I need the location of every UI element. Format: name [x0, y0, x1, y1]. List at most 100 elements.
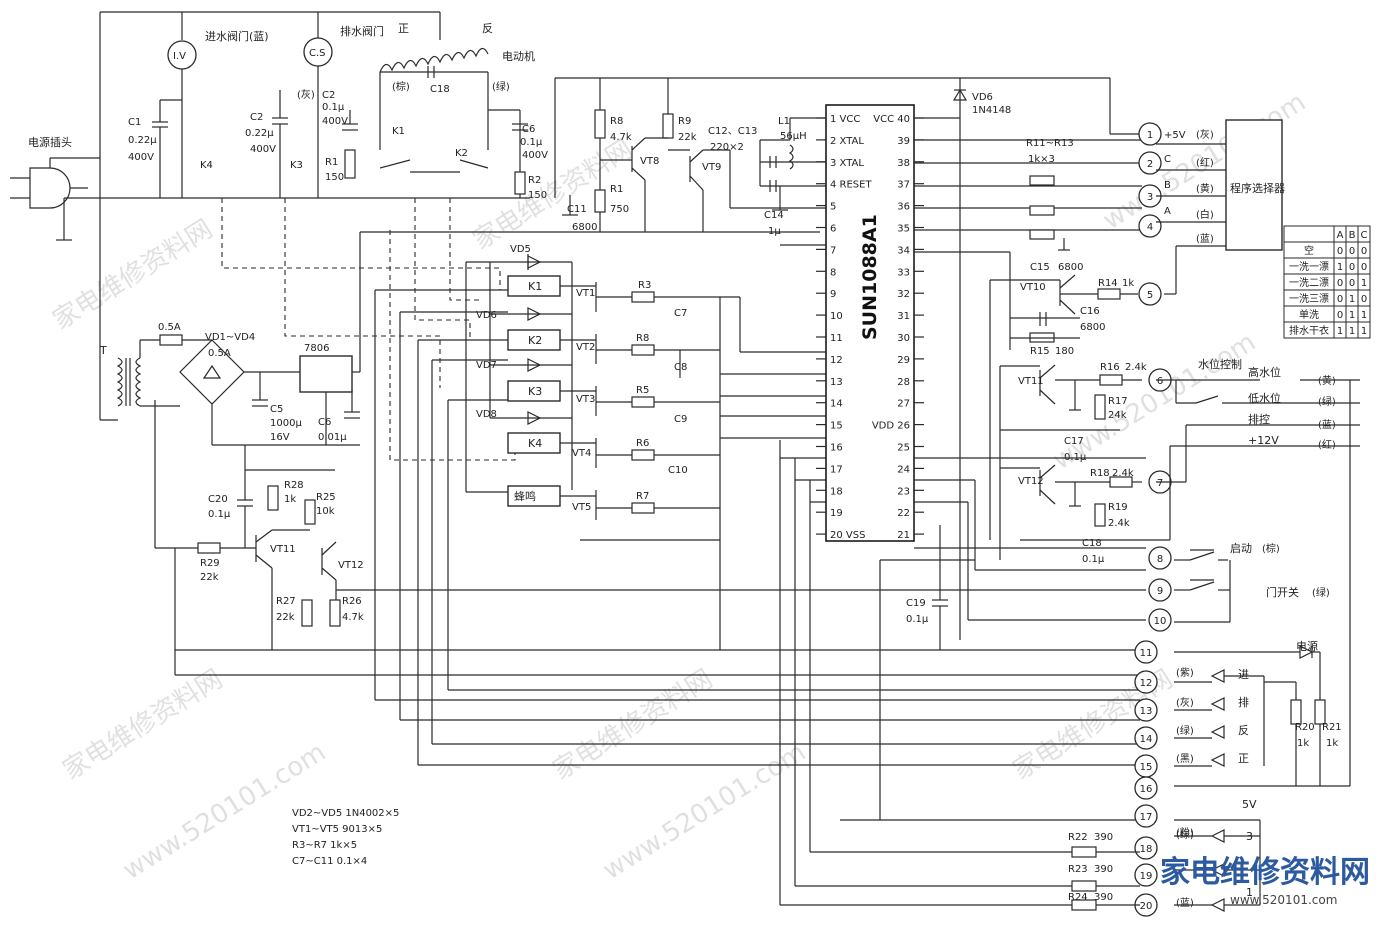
c8-label: C8: [674, 362, 687, 373]
chip-right-pin-label: 32: [897, 289, 910, 300]
chip-right-pin-label: 37: [897, 180, 910, 191]
vt3-label: VT3: [576, 394, 595, 405]
r22-label: R22: [1068, 832, 1088, 843]
power-led-label: 电源: [1296, 639, 1318, 653]
c6-value: 0.1μ: [520, 137, 543, 148]
vt12-label: VT12: [1018, 476, 1044, 487]
pgray-label: (灰): [1196, 128, 1214, 141]
table-cell-text: 0: [1349, 246, 1355, 257]
chip-right-pin-label: VCC 40: [873, 114, 910, 125]
chip-left-pin-label: 10: [830, 311, 843, 322]
inlet-valve-label: 进水阀门(蓝): [205, 29, 269, 43]
note-line: R3~R7 1k×5: [292, 840, 357, 851]
drainctl-label: 排控: [1248, 412, 1270, 426]
water-ctrl-label: 水位控制: [1198, 357, 1242, 371]
inlet-valve: I.V 进水阀门(蓝) C1 0.22μ 400V K4: [128, 29, 269, 198]
led-fwd-label: 正: [1238, 752, 1249, 765]
c1-rating: 400V: [128, 152, 154, 163]
c1-value: 0.22μ: [128, 135, 157, 146]
c19-value: 0.1μ: [906, 614, 929, 625]
r28-value: 1k: [284, 494, 296, 505]
terminal-circle: [1134, 863, 1158, 887]
chip-left-pin-label: 8: [830, 267, 836, 278]
chip-left-pin-label: 3 XTAL: [830, 158, 864, 169]
c15-label: C15: [1030, 262, 1050, 273]
r29-label: R29: [200, 558, 220, 569]
note-line: VD2~VD5 1N4002×5: [292, 808, 399, 819]
harness-wires: [174, 289, 1140, 906]
high-label: 高水位: [1248, 365, 1281, 379]
chip-right-pin-label: 31: [897, 311, 910, 322]
table-cell-text: 一洗一漂: [1289, 261, 1329, 273]
relay-k4: K4: [528, 437, 542, 450]
table-cell-text: 单洗: [1299, 309, 1319, 321]
chip-left-pin-label: 5: [830, 202, 836, 213]
chip-left-pin-label: 16: [830, 443, 843, 454]
vt4-label: VT4: [572, 448, 591, 459]
table-cell-text: 0: [1337, 294, 1343, 305]
r19-label: R19: [1108, 502, 1128, 513]
r26-label: R26: [342, 596, 362, 607]
c10-label: C10: [668, 465, 688, 476]
r20-value: 1k: [1297, 738, 1309, 749]
pyellow-label: (黄): [1196, 182, 1214, 195]
table-cell: [1357, 321, 1371, 339]
c2-rating: 400V: [250, 144, 276, 155]
terminal-circle: [1134, 640, 1158, 664]
chip-right-pin-label: 27: [897, 399, 910, 410]
lblue-label: (蓝): [1176, 897, 1194, 909]
chip-left-pin-label: 19: [830, 508, 843, 519]
pwhite-label: (白): [1196, 208, 1214, 221]
r27-label: R27: [276, 596, 296, 607]
drain-valve-symbol: C.S: [309, 48, 326, 59]
c15-value: 6800: [1058, 262, 1083, 273]
table-cell-text: 排水干衣: [1289, 324, 1329, 337]
table-cell-text: 1: [1337, 262, 1343, 273]
table-cell-text: 0: [1337, 310, 1343, 321]
c18m-label: C18: [430, 84, 450, 95]
terminal-number: 2: [1147, 159, 1153, 170]
r14-label: R14: [1098, 278, 1118, 289]
n1-label: 1: [1246, 886, 1253, 899]
k3-label: K3: [290, 160, 303, 171]
c11-value: 6800: [572, 222, 597, 233]
table-cell-text: 1: [1361, 278, 1367, 289]
terminal-number: 13: [1140, 706, 1153, 717]
low-label: 低水位: [1248, 391, 1281, 405]
terminal-number: 8: [1157, 554, 1163, 565]
terminal-number: 14: [1140, 734, 1153, 745]
r8-label: R8: [610, 116, 623, 127]
bridge-label: VD1~VD4: [205, 332, 255, 343]
chip-left-pin-label: 9: [830, 289, 836, 300]
note-line: C7~C11 0.1×4: [292, 856, 367, 867]
k1-label: K1: [392, 126, 405, 137]
table-cell-text: 一洗三漂: [1289, 293, 1329, 305]
r11: [1029, 175, 1055, 186]
terminal-number: 11: [1140, 648, 1153, 659]
c16-value: 6800: [1080, 322, 1105, 333]
p5v-label: +5V: [1164, 130, 1186, 141]
pb-label: B: [1164, 180, 1171, 191]
brand-text: 家电维修资料网: [1160, 855, 1370, 890]
chip-right-pin-label: 36: [897, 202, 910, 213]
reset-circuit: C20 0.1μ R28 1k R25 10k R29 22k VT11 VT1…: [155, 445, 1146, 651]
r25-label: R25: [316, 492, 336, 503]
terminal-number: 18: [1140, 844, 1153, 855]
c5-rating: 16V: [270, 432, 290, 443]
terminal-number: 6: [1157, 376, 1163, 387]
terminal-number: 1: [1147, 130, 1153, 141]
brand-site: www.520101.com: [1230, 893, 1337, 907]
c5-label: C5: [270, 404, 283, 415]
table-cell-text: 1: [1349, 310, 1355, 321]
chip-right-pin-label: 30: [897, 333, 910, 344]
lgreen2-label: (绿): [1176, 828, 1194, 841]
r22-value: 390: [1094, 832, 1113, 843]
r21-value: 1k: [1326, 738, 1338, 749]
vd7-label: VD7: [476, 360, 497, 371]
terminal-number: 19: [1140, 871, 1153, 882]
table-cell-text: 1: [1361, 310, 1367, 321]
c16-label: C16: [1080, 306, 1100, 317]
r14-value: 1k: [1122, 278, 1134, 289]
chip-name: SUN1088A1: [859, 214, 881, 340]
c18-value: 0.1μ: [1082, 554, 1105, 565]
